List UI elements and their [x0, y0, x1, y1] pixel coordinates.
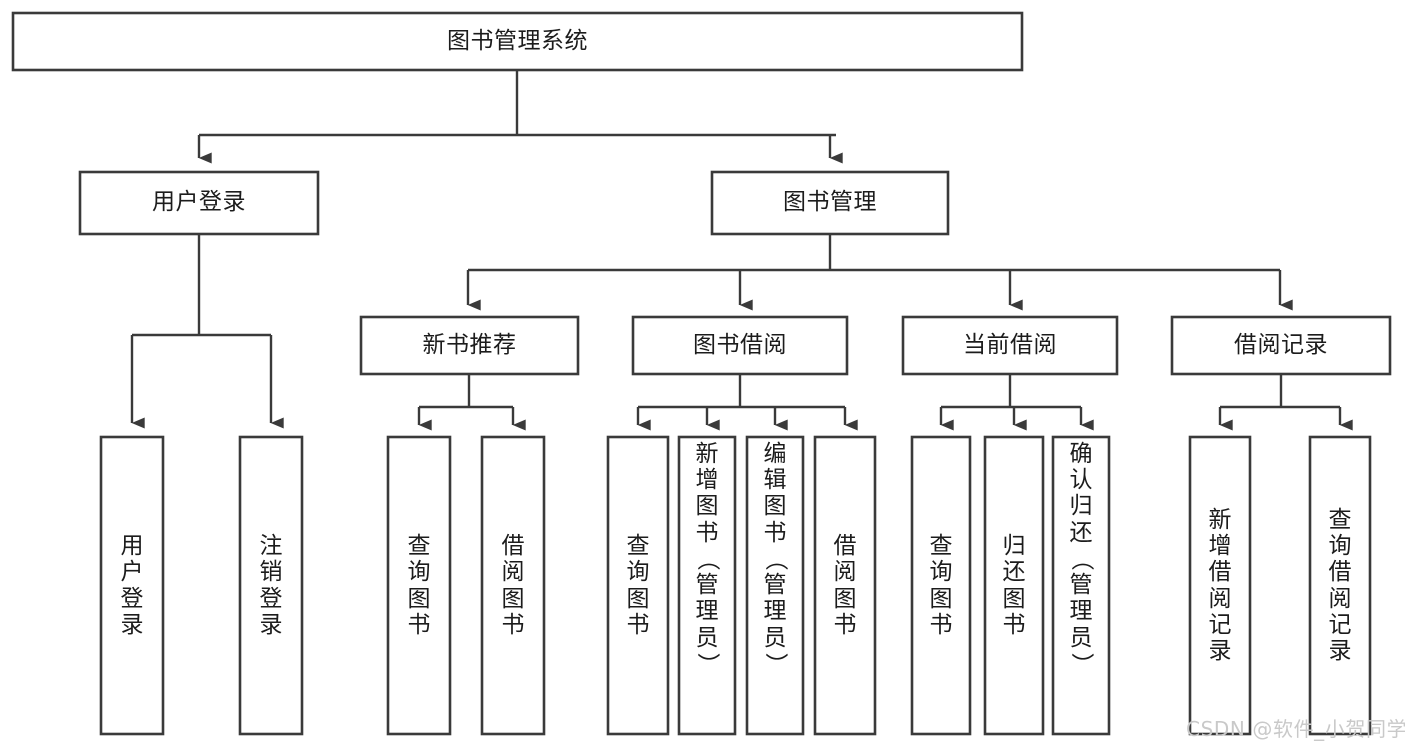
edge-book-borrow-to-leaves: [636, 374, 858, 431]
edge-current-borrow-to-leaves: [939, 374, 1094, 431]
edge-book-manage-to-level3: [466, 234, 1293, 311]
node-box-leaf-borrow-book-1[interactable]: [480, 435, 546, 736]
edge-borrow-record-to-leaves: [1218, 374, 1353, 431]
edge-user-login-to-leaves: [130, 234, 284, 429]
node-box-leaf-query-book-3[interactable]: [910, 435, 972, 736]
node-box-user-login[interactable]: [78, 170, 320, 236]
watermark-credit: CSDN @软件_小贺同学: [1186, 717, 1405, 741]
node-box-current-borrow[interactable]: [901, 315, 1119, 376]
node-box-leaf-logout[interactable]: [238, 435, 304, 736]
node-box-leaf-query-book-1[interactable]: [386, 435, 452, 736]
node-box-leaf-return-book[interactable]: [983, 435, 1045, 736]
node-box-borrow-record[interactable]: [1170, 315, 1392, 376]
node-box-new-book-rec[interactable]: [359, 315, 580, 376]
node-box-root[interactable]: [11, 11, 1024, 72]
node-box-leaf-query-record[interactable]: [1308, 435, 1372, 736]
node-box-leaf-add-record[interactable]: [1188, 435, 1252, 736]
node-box-leaf-confirm-return[interactable]: [1051, 435, 1111, 736]
node-box-leaf-borrow-book-2[interactable]: [813, 435, 877, 736]
node-box-leaf-query-book-2[interactable]: [606, 435, 670, 736]
node-box-leaf-user-login[interactable]: [99, 435, 165, 736]
edge-new-book-rec-to-leaves: [417, 374, 526, 431]
edge-root-to-level2: [197, 70, 843, 164]
node-box-leaf-add-book[interactable]: [677, 435, 737, 736]
node-box-book-borrow[interactable]: [631, 315, 849, 376]
node-box-book-manage[interactable]: [710, 170, 950, 236]
node-box-leaf-edit-book[interactable]: [745, 435, 805, 736]
